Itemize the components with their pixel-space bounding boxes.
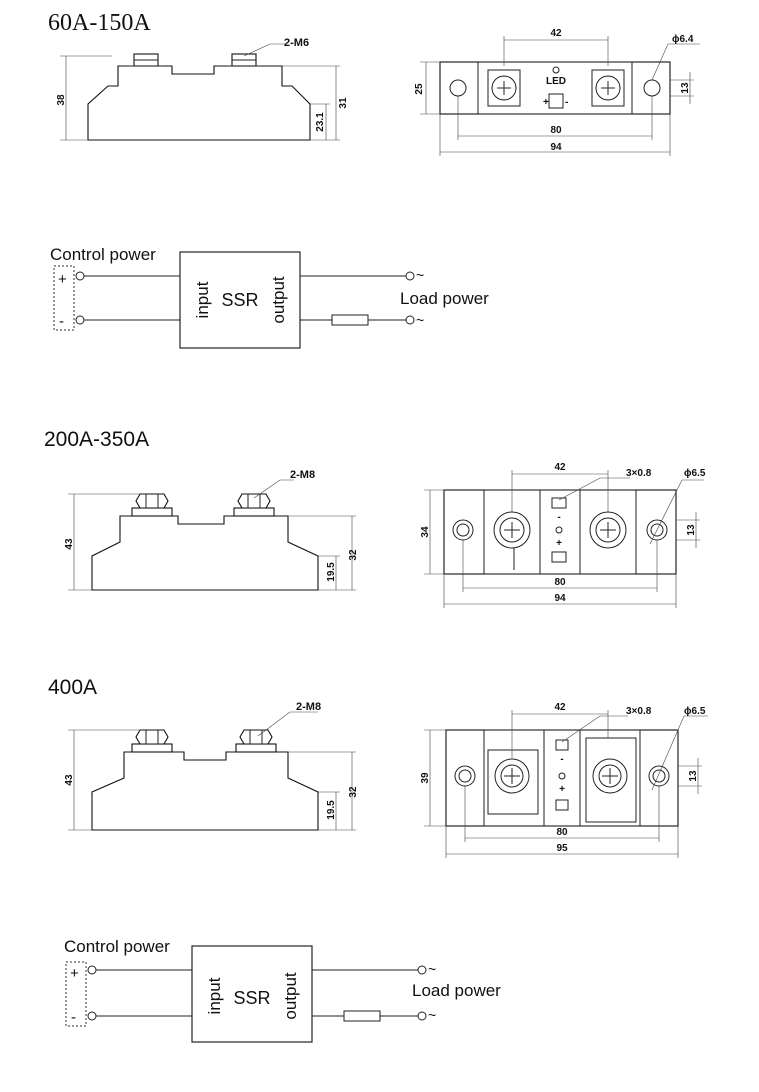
minus-label: - <box>59 313 64 330</box>
plus-label: + <box>543 97 549 108</box>
body-height-dim: 32 <box>348 786 359 798</box>
tab-size-dim: 3×0.8 <box>626 468 652 479</box>
ssr-box <box>179 251 301 349</box>
top-view: - + 42 3×0.8 ϕ6.5 39 13 80 95 <box>420 702 708 858</box>
hole-offset-dim: 13 <box>688 770 699 782</box>
ac-symbol: ~ <box>428 961 436 977</box>
load-power-label: Load power <box>412 981 501 1000</box>
base-height-dim: 19.5 <box>326 562 337 582</box>
output-label: output <box>269 276 288 324</box>
minus-label: - <box>71 1009 76 1026</box>
total-height-dim: 38 <box>56 94 67 106</box>
ac-symbol: ~ <box>428 1007 436 1023</box>
base-height-dim: 19.5 <box>326 800 337 820</box>
total-height-dim: 43 <box>64 538 75 550</box>
ac-symbol: ~ <box>416 312 424 328</box>
control-tab-plus <box>555 799 569 811</box>
base-height-dim: 23.1 <box>315 112 326 132</box>
control-tab-plus <box>551 551 567 563</box>
plus-label: + <box>70 965 79 982</box>
hole-offset-dim: 13 <box>680 82 691 94</box>
top-view: LED + - 42 ϕ6.4 25 13 80 94 <box>414 28 700 156</box>
load-resistor <box>343 1010 381 1022</box>
section-title: 200A-350A <box>44 428 149 451</box>
screw-terminal-left <box>131 493 173 517</box>
screw-left-icon <box>487 69 521 107</box>
control-power-label: Control power <box>50 245 156 264</box>
center-spacing-dim: 42 <box>554 702 566 713</box>
height-dim: 34 <box>420 526 431 538</box>
output-label: output <box>281 972 300 1020</box>
screw-terminal-right <box>228 53 260 67</box>
screw-right-icon <box>589 511 627 549</box>
length-dim: 95 <box>556 843 568 854</box>
center-spacing-dim: 42 <box>550 28 562 39</box>
hole-dia-dim: ϕ6.5 <box>684 468 706 479</box>
screw-left-icon <box>487 749 539 815</box>
height-dim: 25 <box>414 83 425 95</box>
section-title: 60A-150A <box>48 10 151 36</box>
led-icon <box>552 66 560 74</box>
screw-terminal-left <box>130 53 162 67</box>
screw-terminal-right <box>235 729 277 753</box>
ssr-label: SSR <box>221 290 258 310</box>
load-power-label: Load power <box>400 289 489 308</box>
top-view: - + 42 3×0.8 ϕ6.5 34 13 80 94 <box>420 462 706 608</box>
side-view: 2-M6 38 23.1 31 <box>56 37 349 141</box>
section-200a-350a: 200A-350A 2-M8 43 19.5 32 <box>44 428 706 608</box>
section-title: 400A <box>48 676 97 699</box>
hole-spacing-dim: 80 <box>550 125 562 136</box>
plus-label: + <box>58 271 67 288</box>
led-label: LED <box>546 76 566 87</box>
screw-terminal-right <box>233 493 275 517</box>
screw-terminal-left <box>131 729 173 753</box>
input-label: input <box>193 281 212 318</box>
height-dim: 39 <box>420 772 431 784</box>
control-terminal <box>548 93 564 109</box>
control-tab-minus <box>551 497 567 509</box>
wiring-diagram: Control power + - input SSR output ~ ~ L… <box>50 245 489 349</box>
section-400a: 400A 2-M8 43 19.5 32 <box>48 676 708 858</box>
plus-label: + <box>556 538 562 549</box>
body-height-dim: 32 <box>348 549 359 561</box>
length-dim: 94 <box>550 142 562 153</box>
side-view: 2-M8 43 19.5 32 <box>64 701 359 831</box>
ssr-box <box>191 945 313 1043</box>
control-tab-minus <box>555 739 569 751</box>
length-dim: 94 <box>554 593 566 604</box>
center-spacing-dim: 42 <box>554 462 566 473</box>
screw-left-icon <box>493 511 531 570</box>
thread-label: 2-M6 <box>284 37 309 49</box>
control-source <box>53 265 75 331</box>
thread-label: 2-M8 <box>296 701 321 713</box>
thread-label: 2-M8 <box>290 469 315 481</box>
total-height-dim: 43 <box>64 774 75 786</box>
minus-label: - <box>557 512 560 523</box>
input-label: input <box>205 977 224 1014</box>
hole-spacing-dim: 80 <box>556 827 568 838</box>
hole-spacing-dim: 80 <box>554 577 566 588</box>
screw-right-icon <box>591 69 625 107</box>
ssr-label: SSR <box>233 988 270 1008</box>
ac-symbol: ~ <box>416 267 424 283</box>
hole-dia-dim: ϕ6.4 <box>672 34 694 45</box>
hole-offset-dim: 13 <box>686 524 697 536</box>
minus-label: - <box>560 754 563 765</box>
plus-label: + <box>559 784 565 795</box>
tab-size-dim: 3×0.8 <box>626 706 652 717</box>
side-view: 2-M8 43 19.5 32 <box>64 469 359 591</box>
control-power-label: Control power <box>64 937 170 956</box>
wiring-diagram: Control power + - input SSR output ~ ~ L… <box>64 937 501 1043</box>
control-source <box>65 961 87 1027</box>
section-60a-150a: 60A-150A 2-M6 38 23.1 31 <box>48 10 700 156</box>
hole-dia-dim: ϕ6.5 <box>684 706 706 717</box>
screw-right-icon <box>585 737 637 823</box>
load-resistor <box>331 314 369 326</box>
minus-label: - <box>565 97 568 108</box>
body-height-dim: 31 <box>338 97 349 109</box>
